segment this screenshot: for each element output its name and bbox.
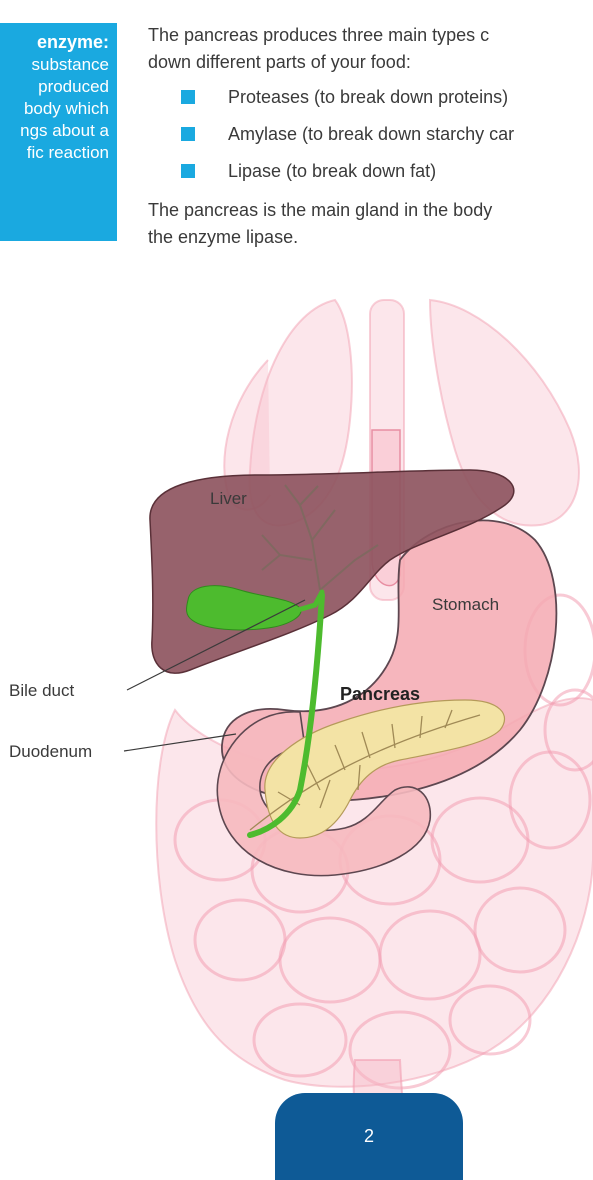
- stomach-label: Stomach: [432, 595, 499, 614]
- glossary-definition-line: substance: [0, 54, 109, 76]
- pancreas-label: Pancreas: [340, 684, 420, 704]
- digestive-system-illustration: Liver Stomach Pancreas Bile duct Duodenu…: [0, 290, 593, 1180]
- glossary-definition-line: fic reaction: [0, 142, 109, 164]
- glossary-definition-line: body which: [0, 98, 109, 120]
- page-number-tab: 2: [275, 1093, 463, 1180]
- body-text: The pancreas produces three main types c…: [148, 22, 593, 251]
- intro-line: down different parts of your food:: [148, 49, 593, 76]
- bullet-square-icon: [181, 164, 195, 178]
- bullet-square-icon: [181, 90, 195, 104]
- closing-line: The pancreas is the main gland in the bo…: [148, 197, 593, 224]
- list-item-text: Amylase (to break down starchy car: [228, 124, 514, 144]
- list-item-text: Proteases (to break down proteins): [228, 87, 508, 107]
- glossary-box: enzyme: substance produced body which ng…: [0, 23, 117, 241]
- list-item: Lipase (to break down fat): [181, 158, 593, 189]
- list-item: Amylase (to break down starchy car: [181, 121, 593, 152]
- glossary-term: enzyme:: [0, 30, 109, 54]
- intro-paragraph: The pancreas produces three main types c…: [148, 22, 593, 76]
- closing-line: the enzyme lipase.: [148, 224, 593, 251]
- duodenum-label: Duodenum: [9, 742, 92, 761]
- page-number: 2: [364, 1126, 374, 1146]
- liver-label: Liver: [210, 489, 247, 508]
- enzyme-list: Proteases (to break down proteins) Amyla…: [181, 84, 593, 189]
- bile-duct-label: Bile duct: [9, 681, 74, 700]
- glossary-definition-line: ngs about a: [0, 120, 109, 142]
- list-item: Proteases (to break down proteins): [181, 84, 593, 115]
- bullet-square-icon: [181, 127, 195, 141]
- glossary-definition-line: produced: [0, 76, 109, 98]
- list-item-text: Lipase (to break down fat): [228, 161, 436, 181]
- intro-line: The pancreas produces three main types c: [148, 22, 593, 49]
- closing-paragraph: The pancreas is the main gland in the bo…: [148, 197, 593, 251]
